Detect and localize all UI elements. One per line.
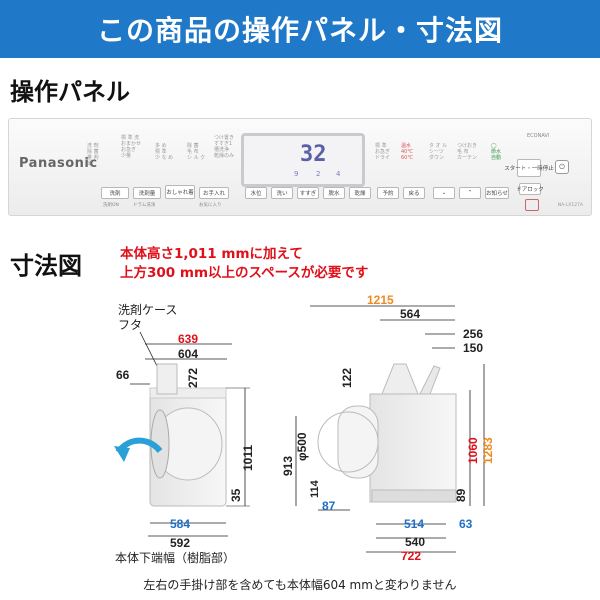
display-temp: 32 [300,142,327,167]
dim-540: 540 [405,535,425,549]
page-title: この商品の操作パネル・寸法図 [96,14,503,47]
sublabel: お気に入り [199,203,222,208]
height-note: 本体高さ1,011 mmに加えて 上方300 mm以上のスペースが必要です [120,245,368,283]
detergent-amount-button[interactable]: 洗剤量 [133,187,161,199]
dim-604: 604 [178,347,198,361]
dim-87: 87 [322,499,336,513]
dim-592: 592 [170,536,190,550]
panel-text-decoration: タ オ ルシーツダウン [429,143,448,161]
footer-note: 左右の手掛け部を含めても本体幅604 mmと変わりません [143,578,457,592]
sublabel: ドラム洗浄 [133,203,156,208]
side-base [371,489,457,503]
spin-button[interactable]: 脱水 [323,187,345,199]
dimension-section-heading: 寸法図 [10,252,82,280]
rinse-button[interactable]: すすぎ [297,187,319,199]
wash-button[interactable]: 洗い [271,187,293,199]
start-pause-button[interactable]: スタート・一時停止 [504,159,554,177]
maintenance-button[interactable]: お手入れ [199,187,229,199]
chevron-up-icon: ⌃ [467,190,473,196]
notify-button[interactable]: お知らせ [485,187,509,199]
power-icon: ⏻ [559,162,565,171]
dim-66: 66 [116,368,130,382]
next-button[interactable]: ⌃ [459,187,481,199]
panel-text-decoration: 標 準お急ぎドライ [375,143,391,161]
delicate-button[interactable]: おしゃれ着 [165,185,195,199]
display-sub3: 4 [336,170,341,178]
dim-114: 114 [309,479,321,498]
back-button[interactable]: ⌄ [433,187,455,199]
display-sub2: 2 [316,170,321,178]
panel-text-decoration: つけおき毛 布カーテン [457,143,478,161]
side-lid-open [381,363,419,395]
door-lock-button[interactable]: ドアロック [516,183,544,195]
timer-button[interactable]: 予約 [377,187,399,199]
dim-564: 564 [400,307,420,321]
height-note-line2: 上方300 mm以上のスペースが必要です [120,265,369,281]
reserve-button[interactable]: 戻る [403,187,425,199]
display-sub1: 9 [294,170,299,178]
dim-639: 639 [178,332,198,346]
dim-722: 722 [401,549,421,563]
door-indicator-icon [525,199,539,211]
dry-button[interactable]: 乾燥 [349,187,371,199]
dim-122: 122 [340,368,354,388]
detergent-button[interactable]: 洗剤 [101,187,129,199]
page-title-banner: この商品の操作パネル・寸法図 [0,0,600,58]
dim-63: 63 [459,517,473,531]
dim-500: φ500 [295,432,309,461]
side-body [369,393,457,503]
side-top-open [419,365,441,395]
panel-text-decoration: 洗 剤除 菌量 判定 [87,143,99,167]
water-level-button[interactable]: 水位 [245,187,267,199]
dim-256: 256 [463,327,483,341]
lid-label-1: 洗剤ケース [118,302,177,317]
panel-text-decoration: ◯節水自動 [491,143,502,161]
eco-label: ECONAVI [527,133,550,139]
sublabel: 洗剤ON [103,203,119,208]
dim-514: 514 [404,517,424,531]
brand-logo: Panasonic [19,156,98,171]
dim-272: 272 [186,368,200,388]
panel-text-decoration: 除 菌毛 布シ ル ク [187,143,206,161]
dim-89: 89 [454,488,468,502]
base-width-label: 本体下端幅（樹脂部） [115,550,235,565]
model-number: NA-LX127A [557,203,583,208]
dim-35: 35 [229,488,243,502]
power-button[interactable]: ⏻ [555,160,569,174]
panel-section-heading: 操作パネル [10,78,130,106]
front-top [149,387,227,399]
lcd-display: 32 9 2 4 [241,133,365,187]
dim-1060: 1060 [466,437,480,464]
chevron-down-icon: ⌄ [441,190,447,196]
dim-1215: 1215 [367,293,394,307]
panel-text-decoration: 多 め標 準少 な め [155,143,174,161]
dim-584: 584 [170,517,190,531]
control-panel-image: Panasonic 洗 剤除 菌量 判定 標 準 洗おまかせお急ぎ少量 多 め標… [8,118,592,216]
height-note-line1: 本体高さ1,011 mmに加えて [120,246,303,262]
dim-1283: 1283 [481,437,495,464]
dim-1011: 1011 [241,445,255,471]
panel-text-decoration: 標 準 洗おまかせお急ぎ少量 [121,135,142,159]
dimension-drawing: 洗剤ケース フタ 639 604 66 272 1011 35 584 592 … [114,293,495,565]
dim-150: 150 [463,341,483,355]
detergent-lid [156,363,178,395]
side-door [337,405,379,479]
lid-label-2: フタ [118,318,142,332]
dim-913: 913 [281,456,295,476]
drum-circle [317,411,379,473]
